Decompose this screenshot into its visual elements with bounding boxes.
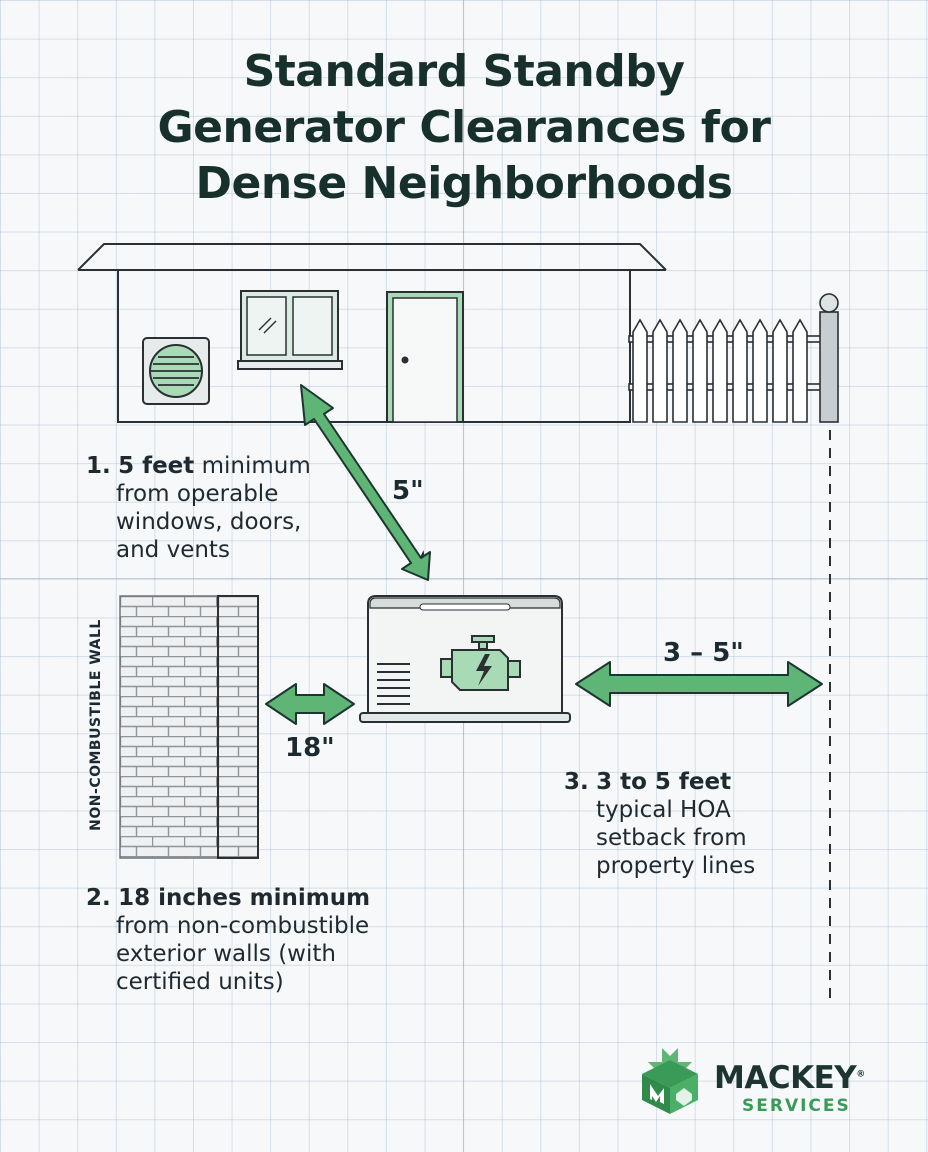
note-3-line-4: property lines bbox=[596, 853, 756, 879]
logo-brand-text: MACKEY bbox=[714, 1060, 857, 1096]
arrow-wall-clearance bbox=[265, 683, 355, 725]
title-line-3: Dense Neighborhoods bbox=[195, 158, 734, 209]
note-3-number: 3. bbox=[564, 769, 589, 795]
engine-icon bbox=[440, 635, 521, 691]
note-2-number: 2. bbox=[86, 885, 111, 911]
fence-icon bbox=[628, 293, 839, 423]
note-3-bold: 3 to 5 feet bbox=[596, 769, 732, 795]
logo-brand: MACKEY® bbox=[714, 1060, 865, 1096]
note-2-line-2: from non-combustible bbox=[116, 913, 370, 939]
wall-label-text: NON-COMBUSTIBLE WALL bbox=[88, 619, 104, 831]
note-2-line-3: exterior walls (with bbox=[116, 941, 336, 967]
clearance-note-1: 1. 5 feet minimum from operable windows,… bbox=[86, 452, 311, 564]
note-1-line-4: and vents bbox=[116, 537, 230, 563]
logo-sub: SERVICES bbox=[742, 1096, 851, 1116]
note-1-rest: minimum bbox=[194, 453, 311, 479]
arrow-window-clearance bbox=[300, 384, 431, 581]
vent-icon bbox=[142, 337, 210, 405]
clearance-note-3: 3. 3 to 5 feet typical HOA setback from … bbox=[564, 768, 755, 880]
note-2-line-4: certified units) bbox=[116, 969, 284, 995]
window-icon bbox=[237, 290, 343, 370]
dimension-window: 5" bbox=[392, 476, 424, 506]
logo-mark-icon bbox=[642, 1048, 698, 1114]
grid-line-vertical bbox=[463, 0, 464, 1152]
grid-line-horizontal bbox=[0, 578, 928, 579]
title-line-1: Standard Standby bbox=[243, 46, 685, 97]
note-1-number: 1. bbox=[86, 453, 111, 479]
dimension-property-line: 3 – 5" bbox=[663, 638, 744, 668]
note-1-line-2: from operable bbox=[116, 481, 279, 507]
note-3-line-3: setback from bbox=[596, 825, 747, 851]
title-line-2: Generator Clearances for bbox=[157, 102, 771, 153]
arrow-property-clearance bbox=[575, 661, 823, 707]
door-icon bbox=[386, 291, 464, 423]
brick-wall-icon bbox=[119, 595, 259, 859]
note-1-bold: 5 feet bbox=[118, 453, 195, 479]
clearance-note-2: 2. 18 inches minimum from non-combustibl… bbox=[86, 884, 370, 996]
note-1-line-3: windows, doors, bbox=[116, 509, 302, 535]
house bbox=[77, 243, 667, 423]
mackey-logo: MACKEY® SERVICES bbox=[636, 1040, 906, 1120]
logo-registered: ® bbox=[856, 1069, 865, 1080]
page-title: Standard Standby Generator Clearances fo… bbox=[0, 44, 928, 212]
dimension-wall: 18" bbox=[285, 733, 335, 763]
note-2-bold: 18 inches minimum bbox=[118, 885, 371, 911]
note-3-line-2: typical HOA bbox=[596, 797, 731, 823]
